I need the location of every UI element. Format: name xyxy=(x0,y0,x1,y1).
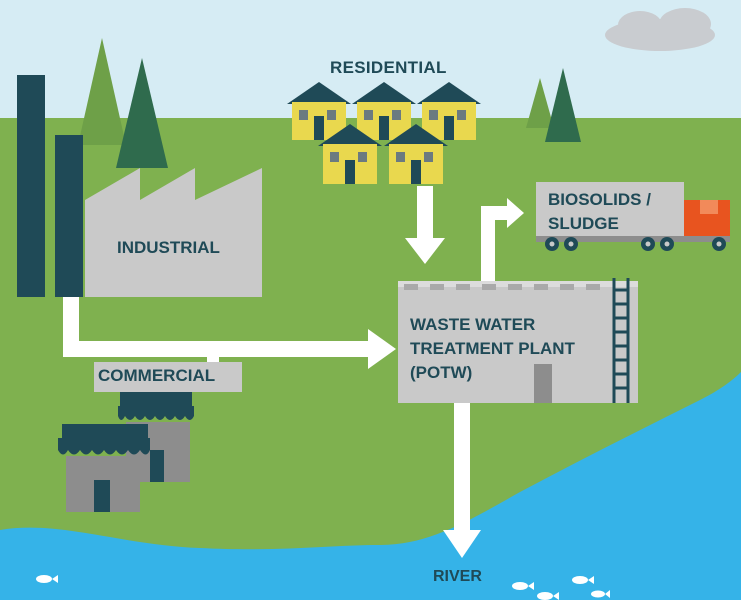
treatment-plant-label-line2: TREATMENT PLANT xyxy=(410,339,575,358)
residential-label: RESIDENTIAL xyxy=(330,58,447,77)
tree-icon xyxy=(526,68,581,142)
treatment-plant-label-line3: (POTW) xyxy=(410,363,473,382)
industrial-label: INDUSTRIAL xyxy=(117,238,220,257)
treatment-plant-label-line1: WASTE WATER xyxy=(410,315,536,334)
commercial-label-box xyxy=(94,362,242,392)
river-water xyxy=(0,372,741,600)
factory-icon xyxy=(85,168,262,297)
commercial-label: COMMERCIAL xyxy=(98,366,216,385)
house-icon xyxy=(287,82,481,184)
treatment-plant-building xyxy=(398,281,638,403)
ladder-icon xyxy=(612,278,630,403)
biosolids-label: BIOSOLIDS / SLUDGE xyxy=(548,188,678,236)
shop-icon xyxy=(58,424,150,512)
cloud-icon xyxy=(605,8,715,51)
river-label: RIVER xyxy=(433,568,482,585)
tree-icon xyxy=(78,38,168,168)
biosolids-label-line1: BIOSOLIDS / xyxy=(548,190,651,209)
commercial-connector xyxy=(207,347,219,365)
fish-icon xyxy=(36,575,610,600)
smokestack-icon xyxy=(17,75,83,297)
truck-icon xyxy=(536,182,730,251)
arrow-icon xyxy=(63,186,524,558)
biosolids-label-line2: SLUDGE xyxy=(548,214,619,233)
treatment-plant-label: WASTE WATER TREATMENT PLANT (POTW) xyxy=(410,313,620,385)
